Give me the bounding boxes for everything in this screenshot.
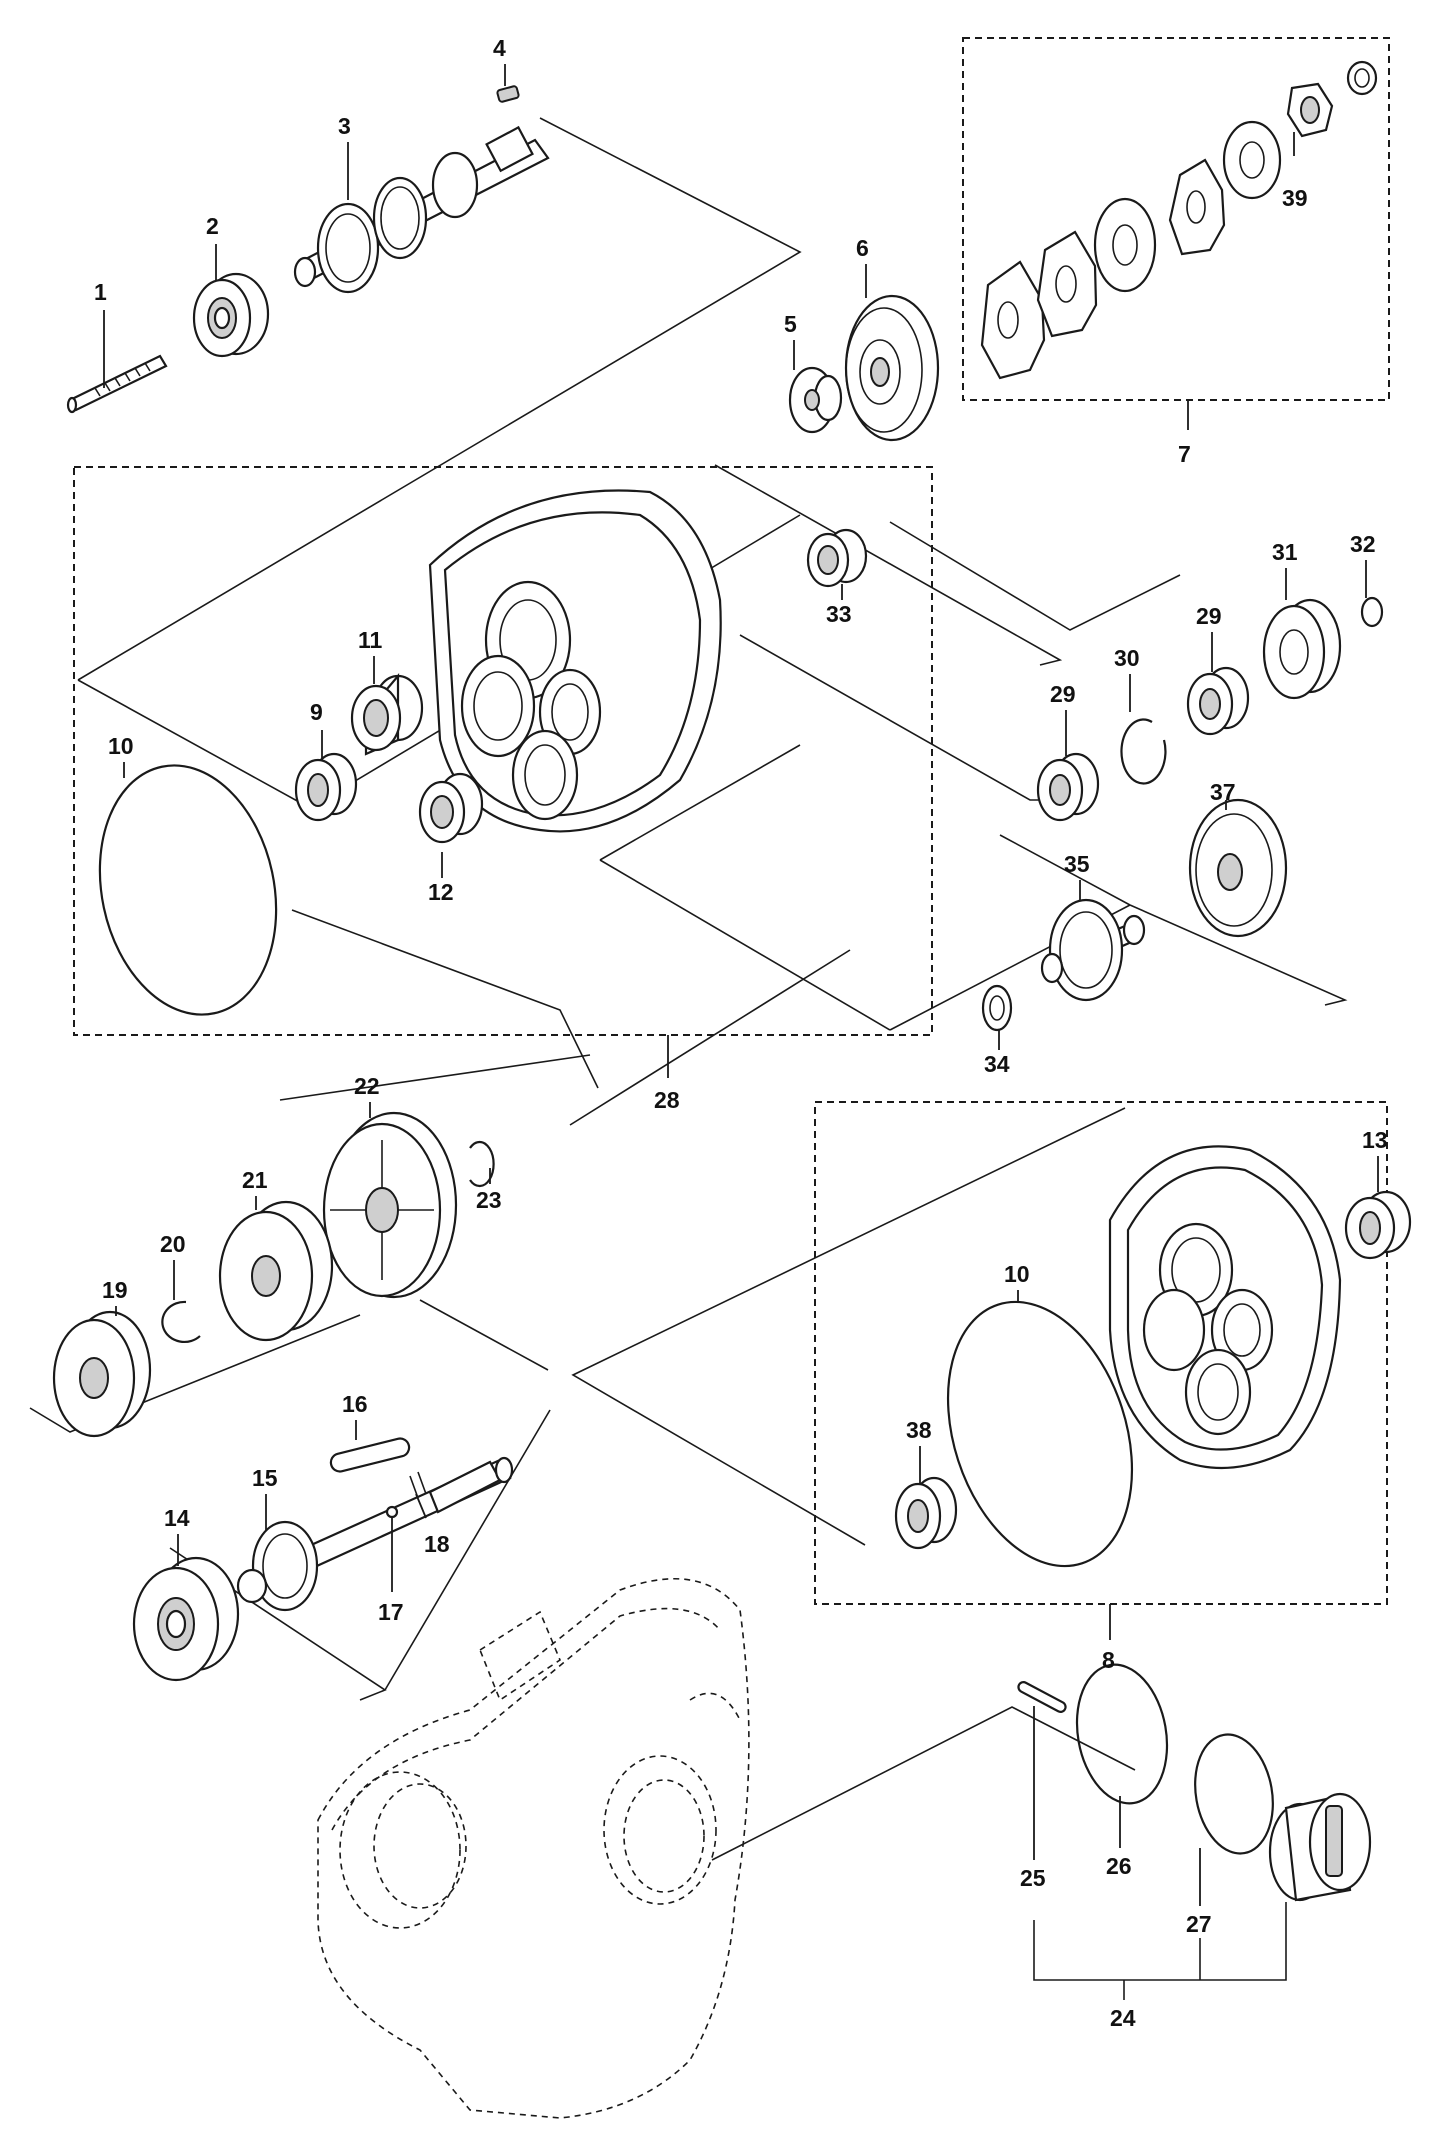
label-25: 25 [1020, 1865, 1046, 1891]
part-34-washer [981, 984, 1013, 1032]
label-11: 11 [358, 627, 383, 653]
label-14: 14 [164, 1505, 190, 1531]
part-33-bearing [806, 528, 868, 588]
label-8: 8 [1102, 1647, 1115, 1673]
part-15-pinion-shaft [236, 1456, 514, 1612]
part-35-gear-shaft [1040, 898, 1146, 1002]
assembly-planes [29, 117, 1348, 1861]
label-33: 33 [826, 601, 852, 627]
part-2-bearing [192, 272, 270, 358]
label-5: 5 [784, 311, 797, 337]
part-22-spoked-gear [322, 1111, 458, 1299]
label-12: 12 [428, 879, 454, 905]
part-14-bearing [132, 1556, 240, 1682]
part-29-bearing-a [1036, 752, 1100, 822]
part-26-snap-ring [1075, 1663, 1169, 1805]
part-10-o-ring-cover [946, 1300, 1134, 1568]
part-13-bearing [1344, 1190, 1412, 1260]
part-12-needle-bearing [418, 772, 484, 844]
label-22: 22 [354, 1073, 380, 1099]
label-38: 38 [906, 1417, 932, 1443]
label-29-upper: 29 [1196, 603, 1222, 629]
part-37-gear [1188, 798, 1288, 938]
label-29-lower: 29 [1050, 681, 1076, 707]
part-labels: 1 2 3 4 5 6 39 7 32 31 33 11 29 30 9 29 … [94, 35, 1388, 2031]
part-23-circlip [469, 1140, 495, 1188]
label-13: 13 [1362, 1127, 1388, 1153]
part-7-disc-pack [980, 60, 1378, 380]
label-19: 19 [102, 1277, 128, 1303]
gearbox-housing-outline [317, 1578, 750, 2119]
part-21-gear [218, 1200, 334, 1342]
part-28-housing [428, 489, 722, 833]
label-10-cover: 10 [1004, 1261, 1030, 1287]
group-frame-28 [73, 466, 933, 1036]
label-18: 18 [424, 1531, 450, 1557]
label-4: 4 [493, 35, 506, 61]
part-27-o-ring [1194, 1733, 1274, 1855]
part-19-gear [52, 1310, 152, 1438]
label-6: 6 [856, 235, 869, 261]
label-1: 1 [94, 279, 107, 305]
part-31-gear [1262, 598, 1342, 700]
label-35: 35 [1064, 851, 1090, 877]
label-31: 31 [1272, 539, 1298, 565]
label-24: 24 [1110, 2005, 1136, 2031]
label-3: 3 [338, 113, 351, 139]
part-29-bearing-b [1186, 666, 1250, 736]
part-17-pin [385, 1505, 399, 1519]
label-21: 21 [242, 1167, 268, 1193]
part-3-gear-shaft [293, 125, 550, 294]
part-6-gear [844, 294, 940, 442]
part-38-bearing [894, 1476, 958, 1550]
label-10-top: 10 [108, 733, 134, 759]
part-16-key [329, 1437, 411, 1473]
leader-lines [103, 64, 1379, 1906]
part-5-spacer [788, 366, 843, 434]
label-16: 16 [342, 1391, 368, 1417]
label-39: 39 [1282, 185, 1308, 211]
part-10-o-ring [98, 764, 278, 1016]
part-32-ring [1360, 596, 1384, 628]
part-24-knob [1268, 1792, 1372, 1902]
label-28: 28 [654, 1087, 680, 1113]
part-9-bearing [294, 752, 358, 822]
label-30: 30 [1114, 645, 1140, 671]
label-7: 7 [1178, 441, 1191, 467]
part-4-key [496, 85, 520, 103]
label-34: 34 [984, 1051, 1010, 1077]
label-32: 32 [1350, 531, 1376, 557]
label-15: 15 [252, 1465, 278, 1491]
label-37: 37 [1210, 779, 1236, 805]
part-25-pin [1017, 1681, 1067, 1713]
part-8-cover [1108, 1145, 1342, 1470]
label-20: 20 [160, 1231, 186, 1257]
part-11-needle-bearing [350, 672, 424, 756]
label-26: 26 [1106, 1853, 1132, 1879]
group-frame-7 [962, 37, 1390, 401]
callout-bracket-24 [1033, 1902, 1287, 2000]
label-23: 23 [476, 1187, 502, 1213]
part-1-bolt [66, 354, 168, 414]
part-20-circlip [161, 1300, 201, 1343]
label-17: 17 [378, 1599, 404, 1625]
label-27: 27 [1186, 1911, 1212, 1937]
label-9: 9 [310, 699, 323, 725]
part-30-circlip [1120, 718, 1167, 785]
group-frame-8 [814, 1101, 1388, 1605]
label-2: 2 [206, 213, 219, 239]
